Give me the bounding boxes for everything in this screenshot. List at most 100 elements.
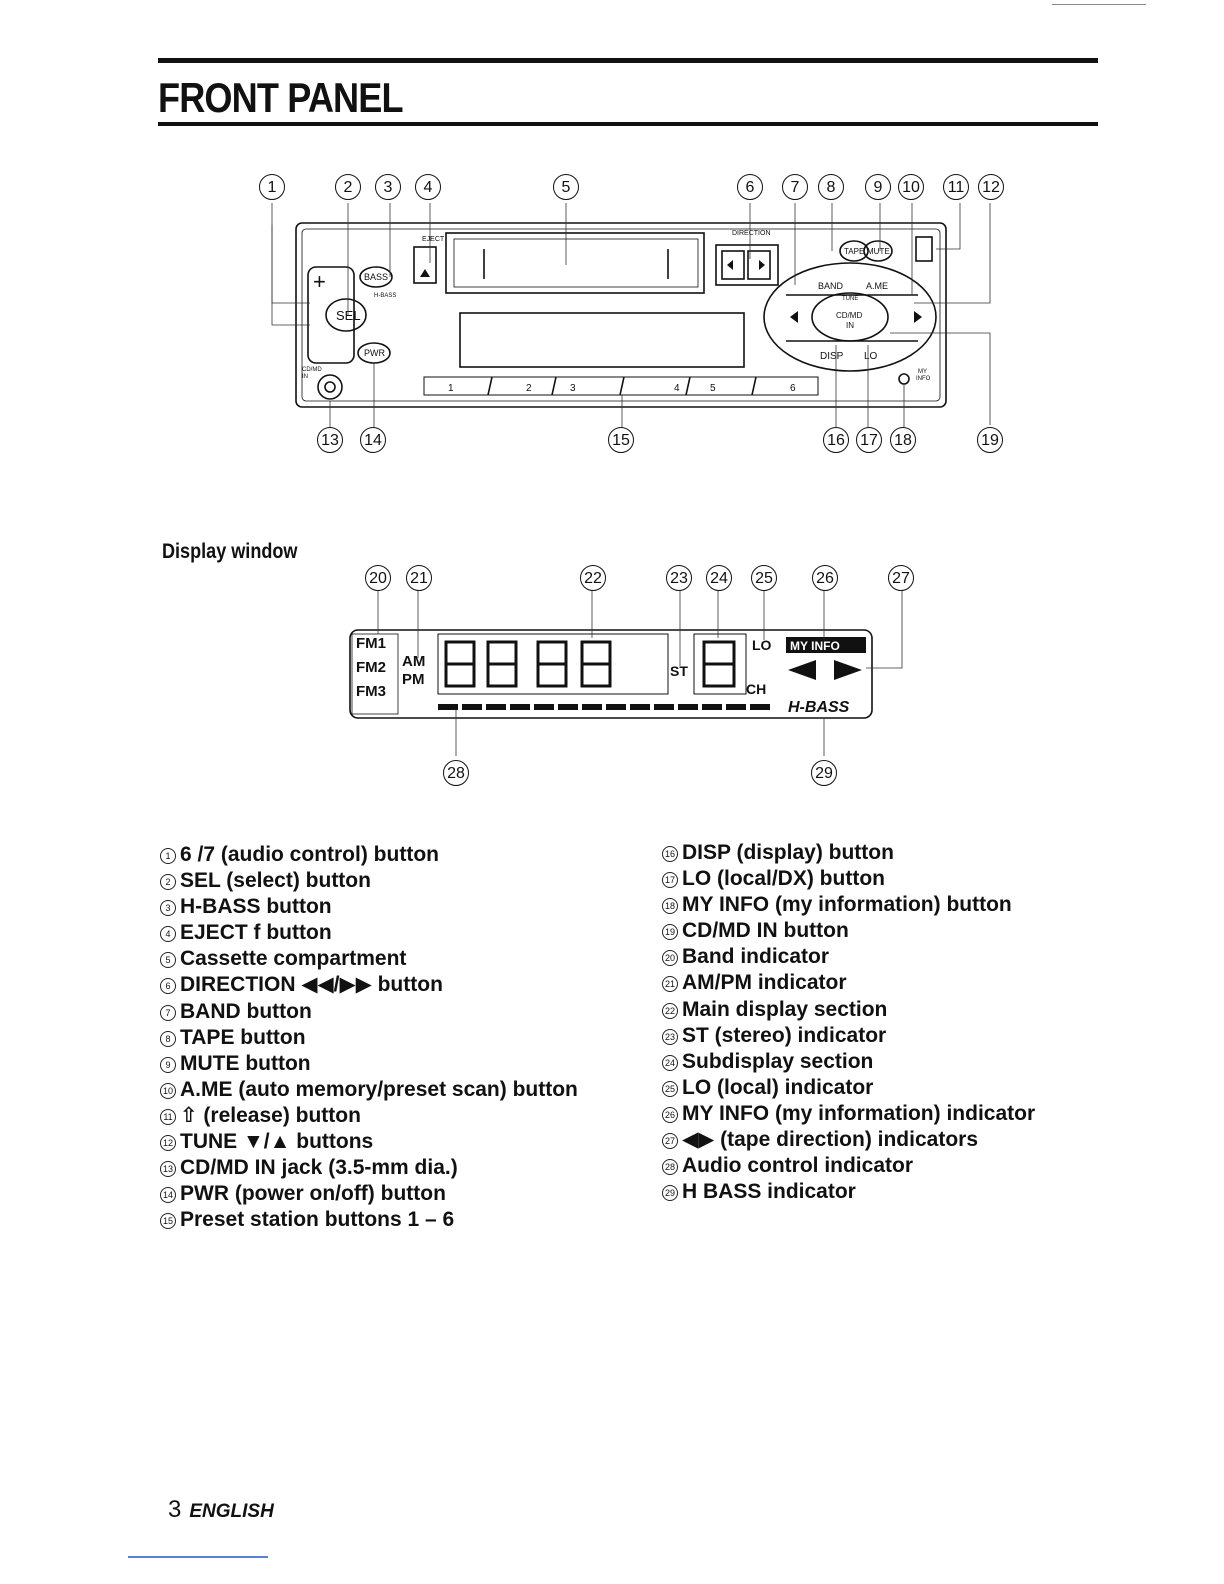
legend-number: 22 xyxy=(662,1002,678,1019)
callout-25: 25 xyxy=(751,565,777,591)
legend-text: PWR (power on/off) button xyxy=(180,1182,446,1206)
panel-label-pwr: PWR xyxy=(364,348,385,358)
legend-text: H BASS indicator xyxy=(682,1180,856,1204)
callout-23: 23 xyxy=(666,565,692,591)
title-bottom-rule xyxy=(158,122,1098,126)
rewind-icon xyxy=(727,260,733,270)
callout-11: 11 xyxy=(943,174,969,200)
legend-text: ⇧ (release) button xyxy=(180,1103,361,1127)
legend-number: 3 xyxy=(160,900,176,917)
panel-label-in-button: IN xyxy=(846,321,854,330)
legend-text: TAPE button xyxy=(180,1025,306,1049)
callout-20: 20 xyxy=(365,565,391,591)
panel-label-direction: DIRECTION xyxy=(732,230,771,237)
callout-17: 17 xyxy=(856,427,882,453)
callout-8: 8 xyxy=(818,174,844,200)
legend-number: 4 xyxy=(160,926,176,943)
callout-6: 6 xyxy=(737,174,763,200)
front-panel-illustration: EJECT DIRECTION BASS H-BASS SEL PWR CD/M… xyxy=(271,203,991,427)
legend-text: A.ME (auto memory/preset scan) button xyxy=(180,1077,578,1101)
page-number: 3 xyxy=(168,1496,182,1523)
callout-24: 24 xyxy=(706,565,732,591)
legend-number: 2 xyxy=(160,874,176,891)
legend-number: 21 xyxy=(662,976,678,993)
legend-number: 28 xyxy=(662,1159,678,1176)
indicator-fm1: FM1 xyxy=(356,635,386,652)
indicator-hbass: H-BASS xyxy=(788,699,850,716)
tune-down-icon xyxy=(790,311,798,323)
legend-number: 17 xyxy=(662,872,678,889)
audio-level-bar xyxy=(438,704,770,710)
legend-text: DISP (display) button xyxy=(682,841,894,864)
callout-10: 10 xyxy=(898,174,924,200)
footer-language: ENGLISH xyxy=(189,1501,274,1522)
legend-number: 25 xyxy=(662,1080,678,1097)
legend-number: 29 xyxy=(662,1185,678,1202)
legend-number: 1 xyxy=(160,848,176,864)
segment-digits xyxy=(444,640,736,688)
legend-text: CD/MD IN jack (3.5-mm dia.) xyxy=(180,1156,458,1180)
callout-29: 29 xyxy=(811,760,837,786)
callout-5: 5 xyxy=(553,174,579,200)
legend-number: 8 xyxy=(160,1030,176,1047)
legend-text: MY INFO (my information) indicator xyxy=(682,1101,1036,1125)
preset-3-label: 3 xyxy=(570,383,576,394)
panel-label-cdmd-button: CD/MD xyxy=(836,311,862,320)
top-edge-rule xyxy=(1052,4,1146,5)
callout-18: 18 xyxy=(890,427,916,453)
legend-number: 19 xyxy=(662,924,678,941)
legend-number: 20 xyxy=(662,950,678,967)
legend-text: BAND button xyxy=(180,999,312,1023)
tape-direction-left-icon xyxy=(788,660,816,680)
panel-label-info: INFO xyxy=(916,376,931,382)
legend-number: 7 xyxy=(160,1004,176,1021)
callout-26: 26 xyxy=(812,565,838,591)
panel-label-my: MY xyxy=(918,369,927,375)
legend-text: LO (local/DX) button xyxy=(682,867,885,891)
legend-text: ST (stereo) indicator xyxy=(682,1023,887,1047)
page-footer: 3 ENGLISH xyxy=(168,1496,274,1524)
legend-text: Audio control indicator xyxy=(682,1154,913,1178)
legend-number: 14 xyxy=(160,1187,176,1204)
legend-text: AM/PM indicator xyxy=(682,971,847,995)
legend-number: 26 xyxy=(662,1106,678,1123)
legend-item-27: 27◀▶ (tape direction) indicators xyxy=(662,1127,1035,1153)
panel-label-tape: TAPE xyxy=(844,247,864,256)
legend-text: TUNE ▼/▲ buttons xyxy=(180,1130,374,1154)
legend-text: EJECT f button xyxy=(180,921,332,945)
plus-glyph: + xyxy=(313,269,326,294)
legend-number: 11 xyxy=(160,1108,176,1125)
panel-label-sel: SEL xyxy=(336,308,361,323)
display-window-illustration: FM1 FM2 FM3 AM PM ST LO MY INFO CH H-BAS… xyxy=(349,590,903,756)
callout-19: 19 xyxy=(977,427,1003,453)
legend-text: LO (local) indicator xyxy=(682,1075,874,1099)
legend-text: SEL (select) button xyxy=(180,869,371,893)
panel-label-disp: DISP xyxy=(820,351,844,362)
indicator-fm2: FM2 xyxy=(356,659,386,676)
preset-6-label: 6 xyxy=(790,383,796,394)
legend-text: 6 /7 (audio control) button xyxy=(180,843,439,866)
legend-number: 6 xyxy=(160,978,176,995)
callout-4: 4 xyxy=(415,174,441,200)
callout-14: 14 xyxy=(360,427,386,453)
display-window-heading: Display window xyxy=(162,540,298,563)
